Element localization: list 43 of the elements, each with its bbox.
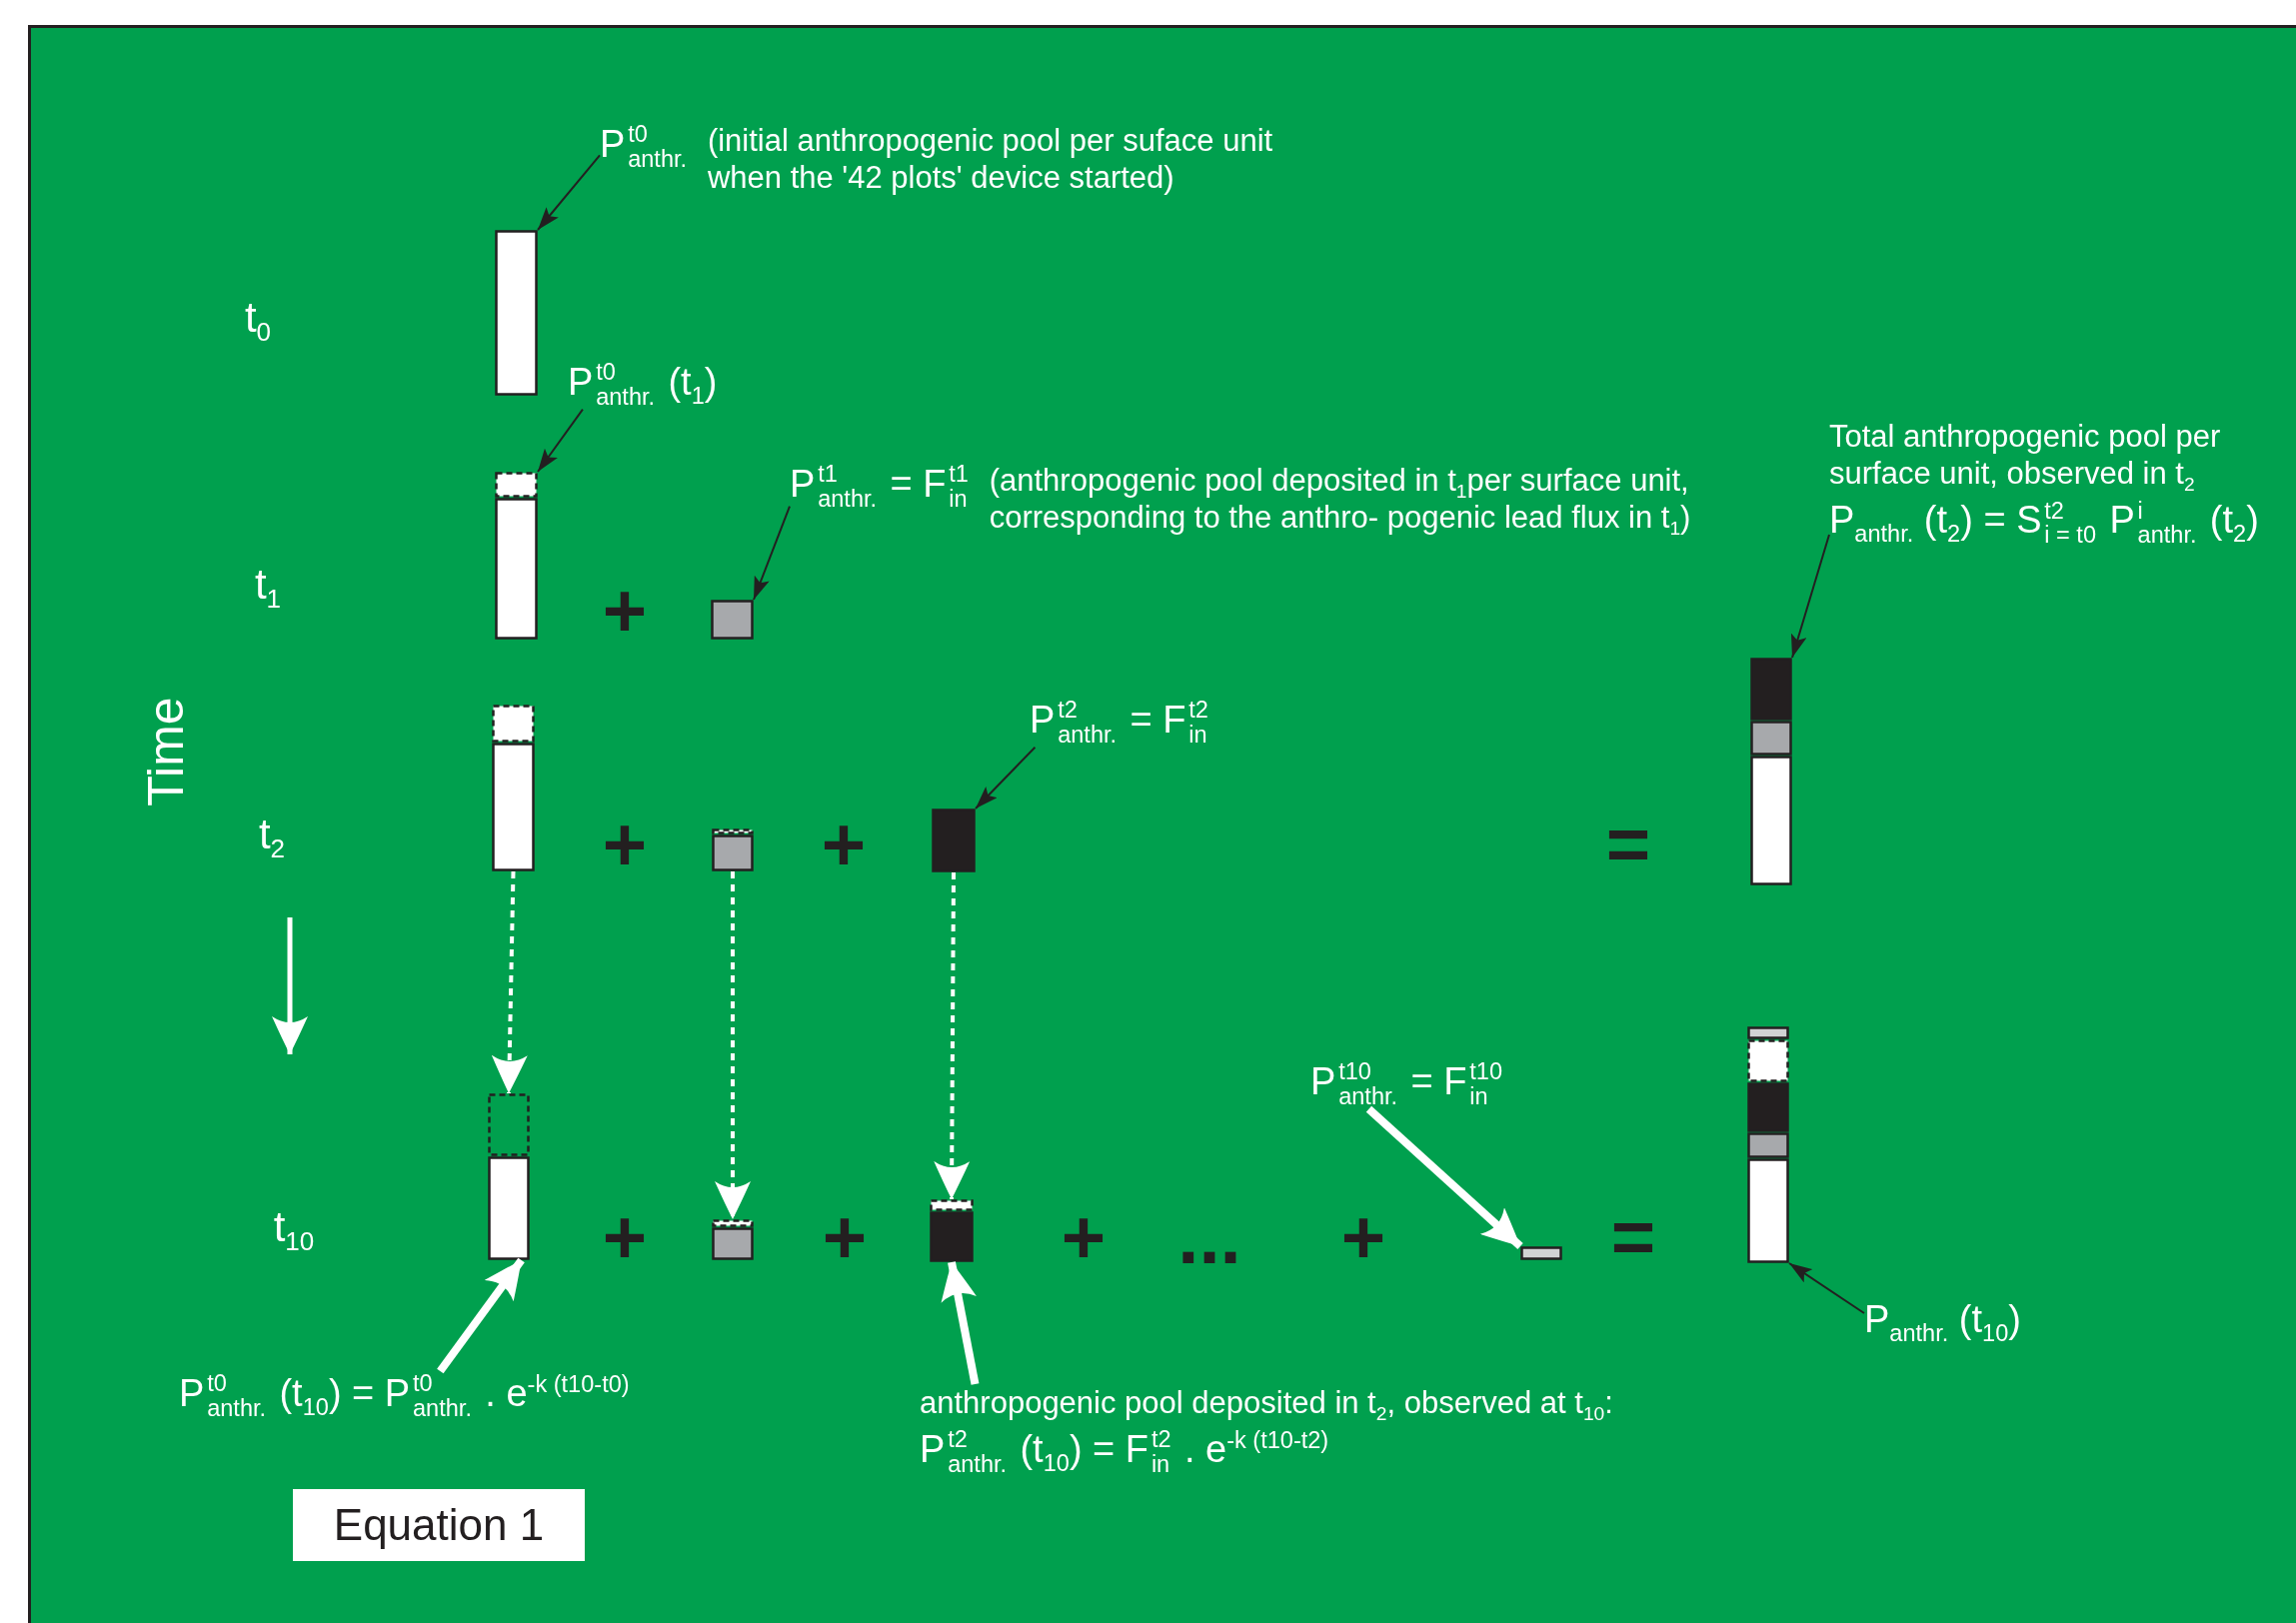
leader-arrow [537,154,601,231]
math-operator: = [1605,807,1651,882]
time-label: t$_{0}$ [244,294,272,342]
leader-arrow [537,408,584,473]
math-operator: ... [1177,1199,1241,1275]
math-operator: + [822,1199,868,1275]
annotation-text: Total anthropogenic pool per surface unit, observed in t$_{2}$ [1829,418,2222,493]
pool-bar [1747,1026,1789,1263]
annotation-text: (initial anthropogenic pool per suface unit when the '42 plots' device started) [707,122,1274,197]
math-operator: + [602,573,648,649]
formula: P$_{anthr.}$ (t$_{2}$) = S$^{t2}$$_{i = t0}$ P$^{i}$$_{anthr.}$ (t$_{2}$) [1829,498,2259,549]
formula: P$_{anthr.}$ (t$_{10}$) [1864,1297,2021,1343]
pool-bar [930,1199,974,1262]
pool-bar [1750,658,1792,885]
math-operator: + [602,807,648,882]
math-operator: + [821,807,867,882]
time-label: t$_{1}$ [254,561,282,609]
leader-arrow [1790,534,1830,659]
formula: P$^{t0}$$_{anthr.}$ (t$_{10}$) = P$^{t0}$$_{anthr.}$ . e$^{-k (t10-t0)}$ [179,1371,630,1421]
leader-arrow [753,505,791,601]
math-operator: + [1061,1199,1107,1275]
formula: P$^{t2}$$_{anthr.}$ (t$_{10}$) = F$^{t2}$$_{in}$ . e$^{-k (t10-t2)}$ [920,1427,1329,1477]
math-operator: + [1340,1199,1386,1275]
annotation-text: (anthropogenic pool deposited in t$_{1}$per surface unit, corresponding to the anthro- pogenic lead flux in t$_{1}$) [989,462,1692,537]
pool-bar [712,828,754,871]
pool-bar [1520,1246,1562,1260]
leader-arrow [1788,1262,1865,1314]
math-operator: + [602,1199,648,1275]
math-operator: = [1610,1199,1656,1275]
leader-arrow [975,746,1037,810]
pool-bar [711,600,754,640]
pool-bar [712,1219,754,1260]
axis-title: Time [137,697,195,807]
equation-label: Equation 1 [293,1489,585,1561]
pool-bar [932,809,976,872]
pool-bar [495,230,538,396]
formula: P$^{t0}$$_{anthr.}$ (t$_{1}$) [568,360,718,410]
time-label: t$_{2}$ [258,811,286,858]
time-label: t$_{10}$ [273,1203,315,1251]
pool-bar [488,1093,530,1260]
pool-bar [495,472,538,640]
pool-bar [492,705,535,871]
annotation-text: anthropogenic pool deposited in t$_{2}$, observed at t$_{10}$: [920,1384,1613,1422]
